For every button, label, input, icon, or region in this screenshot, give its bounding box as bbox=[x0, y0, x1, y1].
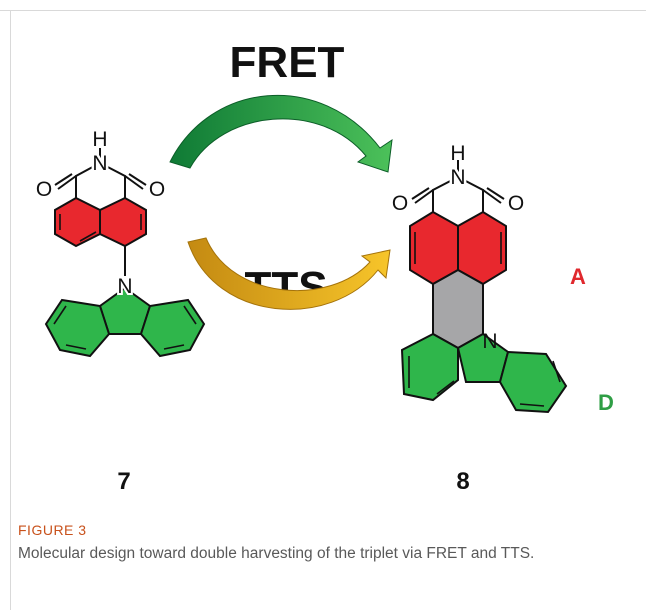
compound-label-8: 8 bbox=[456, 468, 469, 495]
molecule-8: H N O O N bbox=[392, 142, 568, 414]
acceptor-label: A bbox=[570, 264, 586, 289]
atom-n-imide-right: N bbox=[450, 166, 465, 189]
donor-ring-left bbox=[400, 332, 459, 402]
carbazole-right-ring bbox=[139, 298, 206, 358]
fret-arrow bbox=[169, 94, 393, 173]
atom-n-carbazole-left: N bbox=[117, 275, 132, 298]
atom-n-bridge-right: N bbox=[482, 330, 497, 353]
atom-h-right: H bbox=[450, 142, 465, 165]
caption-label: FIGURE 3 bbox=[18, 522, 87, 538]
naphthalene-ring-left bbox=[54, 196, 101, 248]
molecular-figure: FRET TTS bbox=[36, 38, 614, 495]
carbazole-left-ring bbox=[44, 298, 111, 358]
compound-label-7: 7 bbox=[117, 468, 130, 495]
naphthalene-ring-right bbox=[99, 196, 147, 248]
figure-caption: FIGURE 3 Molecular design toward double … bbox=[18, 522, 628, 564]
atom-o-right-2: O bbox=[508, 192, 524, 215]
fret-title: FRET bbox=[230, 38, 345, 87]
donor-ring-right bbox=[498, 350, 568, 414]
molecule-7: H N O O N bbox=[36, 128, 206, 358]
top-border bbox=[0, 10, 646, 11]
left-border bbox=[10, 10, 11, 610]
donor-label: D bbox=[598, 390, 614, 415]
donor-five-ring bbox=[456, 332, 510, 383]
atom-o-left-1: O bbox=[36, 178, 52, 201]
atom-h-left: H bbox=[92, 128, 107, 151]
tts-arrow bbox=[187, 237, 391, 310]
atom-n-imide-left: N bbox=[92, 152, 107, 175]
bridge-ring bbox=[432, 268, 484, 350]
carbazole-five-ring bbox=[98, 286, 152, 335]
atom-o-left-2: O bbox=[149, 178, 165, 201]
caption-text: Molecular design toward double harvestin… bbox=[18, 545, 535, 562]
atom-o-right-1: O bbox=[392, 192, 408, 215]
